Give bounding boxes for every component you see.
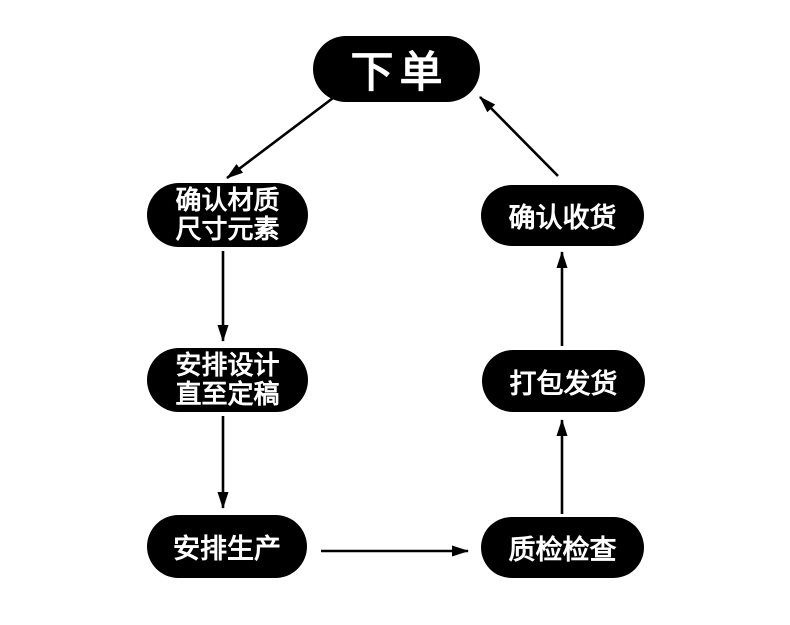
node-quality-check: 质检检查 xyxy=(481,517,644,578)
node-confirm-material-line2: 尺寸元素 xyxy=(175,214,280,244)
node-quality-check-label: 质检检查 xyxy=(508,535,617,565)
node-arrange-production-label: 安排生产 xyxy=(173,534,281,564)
node-confirm-receipt-label: 确认收货 xyxy=(508,203,617,233)
node-order: 下单 xyxy=(313,36,480,102)
node-confirm-material: 确认材质 尺寸元素 xyxy=(147,183,308,247)
node-arrange-production: 安排生产 xyxy=(147,515,307,578)
node-order-label: 下单 xyxy=(350,49,449,97)
node-pack-ship-label: 打包发货 xyxy=(509,368,618,399)
node-arrange-design-line1: 安排设计 xyxy=(175,350,280,380)
node-confirm-material-line1: 确认材质 xyxy=(175,185,280,215)
arrow-confirm-receipt-to-order xyxy=(479,96,559,177)
node-arrange-design-line2: 直至定稿 xyxy=(175,379,280,409)
node-confirm-receipt: 确认收货 xyxy=(481,185,644,246)
arrow-order-to-confirm-material xyxy=(226,96,334,180)
node-pack-ship: 打包发货 xyxy=(482,350,645,412)
node-arrange-design: 安排设计 直至定稿 xyxy=(147,348,308,412)
